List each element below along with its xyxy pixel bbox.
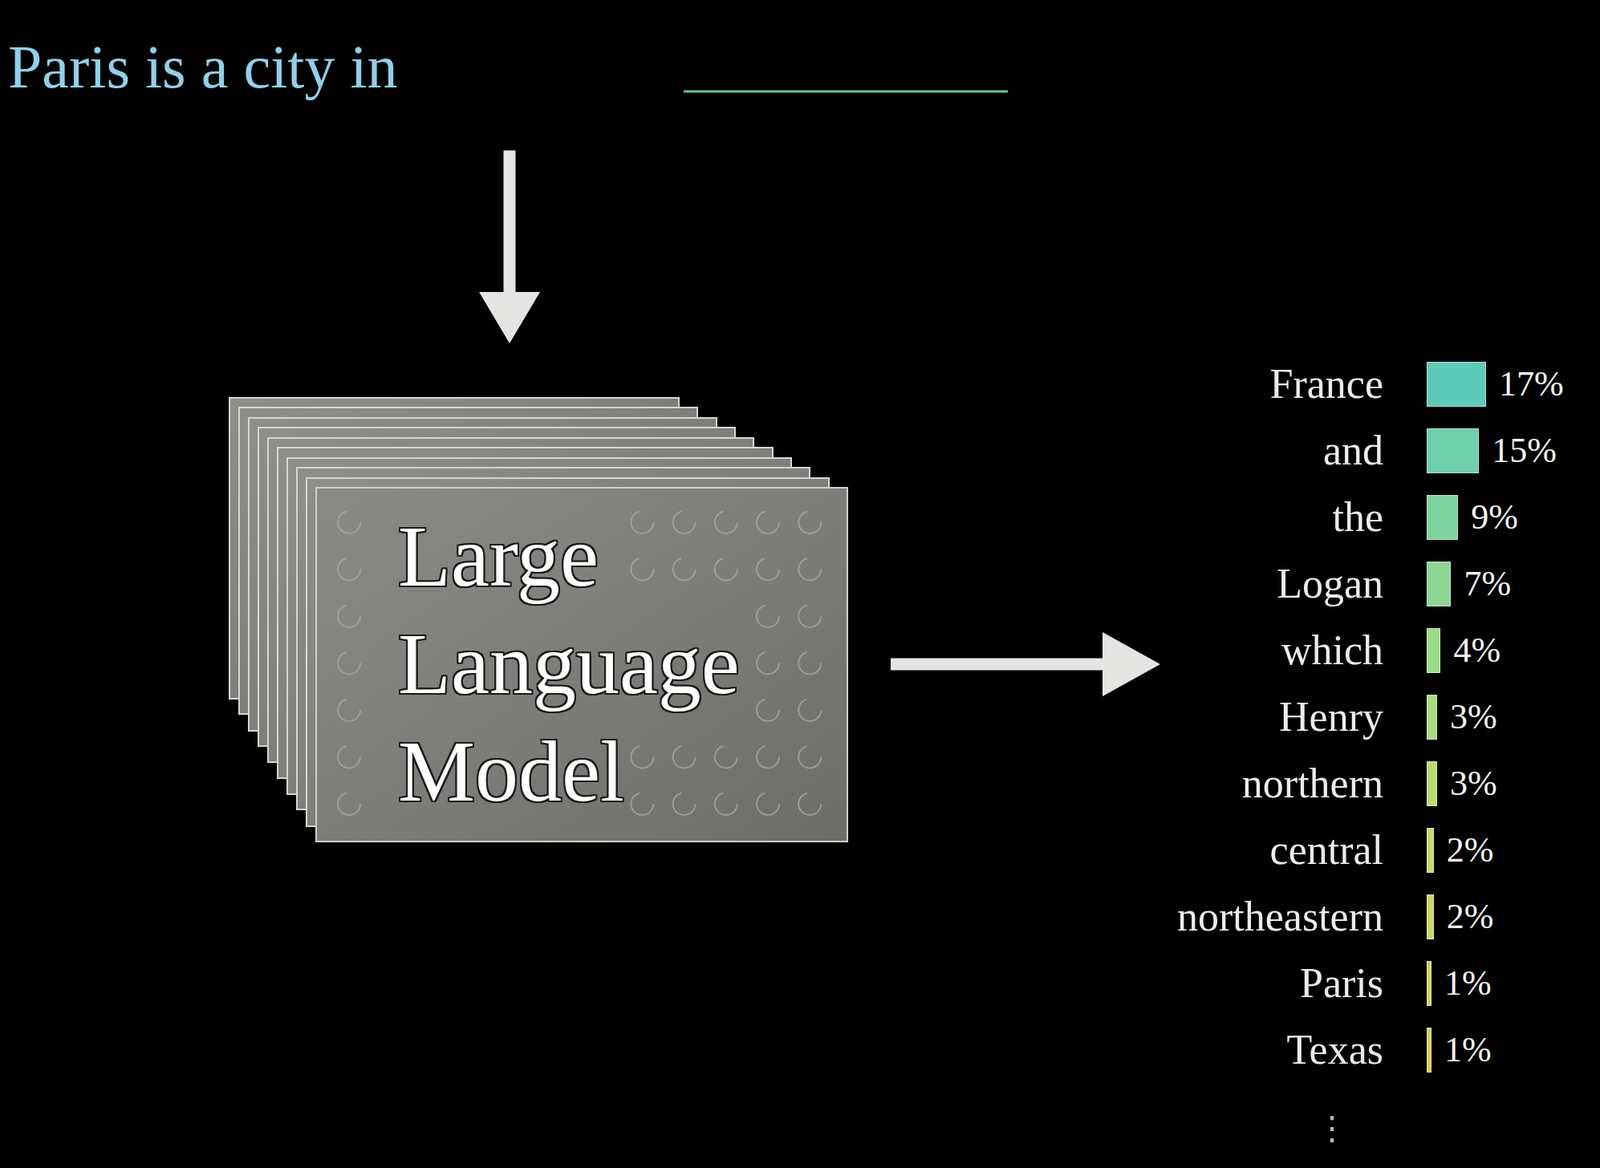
probability-bar bbox=[1426, 428, 1479, 474]
parameter-dial bbox=[630, 511, 654, 534]
probability-bar bbox=[1426, 961, 1432, 1007]
probability-bar bbox=[1426, 1027, 1432, 1073]
ellipsis: ⋮ bbox=[1160, 1109, 1504, 1147]
prompt-text: Paris is a city in bbox=[8, 32, 398, 102]
probability-row: northeastern 2% bbox=[1160, 883, 1594, 951]
arrow-head bbox=[1102, 632, 1161, 697]
token-label: which bbox=[1160, 626, 1384, 675]
probability-bar bbox=[1426, 561, 1451, 607]
parameter-dial bbox=[798, 605, 821, 628]
parameter-dial bbox=[714, 746, 738, 769]
arrow-head bbox=[479, 292, 541, 344]
probability-value: 15% bbox=[1491, 430, 1557, 472]
parameter-dial bbox=[756, 652, 780, 675]
parameter-dial bbox=[673, 558, 696, 581]
token-label: central bbox=[1160, 826, 1384, 874]
probability-value: 17% bbox=[1498, 363, 1564, 405]
token-label: Henry bbox=[1160, 693, 1384, 741]
probability-value: 1% bbox=[1444, 1029, 1492, 1071]
token-label: Logan bbox=[1160, 560, 1384, 608]
parameter-dial bbox=[337, 652, 361, 675]
probability-row: Henry 3% bbox=[1160, 683, 1594, 751]
probability-row: northern 3% bbox=[1160, 750, 1594, 817]
probability-bar bbox=[1426, 361, 1487, 407]
probability-value: 4% bbox=[1453, 629, 1501, 671]
parameter-dial bbox=[756, 511, 780, 534]
parameter-dial bbox=[630, 792, 654, 816]
probability-value: 9% bbox=[1470, 496, 1519, 538]
probability-row: central 2% bbox=[1160, 816, 1594, 884]
probability-bar bbox=[1426, 761, 1438, 807]
token-label: France bbox=[1160, 360, 1384, 408]
parameter-dial bbox=[756, 605, 780, 628]
parameter-dial bbox=[798, 698, 821, 722]
parameter-dial bbox=[798, 792, 821, 816]
layer-stack bbox=[229, 397, 848, 842]
probability-row: and 15% bbox=[1160, 417, 1594, 484]
token-label: Paris bbox=[1160, 959, 1384, 1008]
model-box: Large Language Model bbox=[224, 343, 891, 843]
probability-row: Logan 7% bbox=[1160, 550, 1594, 618]
probability-value: 7% bbox=[1463, 563, 1511, 605]
probability-bar bbox=[1426, 628, 1441, 674]
answer-blank bbox=[683, 90, 1008, 94]
probability-row: the 9% bbox=[1160, 483, 1594, 551]
flow-arrow bbox=[479, 150, 541, 344]
probability-bar bbox=[1426, 894, 1434, 940]
probability-value: 1% bbox=[1444, 962, 1492, 1004]
token-label: and bbox=[1160, 426, 1384, 475]
distribution-chart: France 17% and 15% the 9% Logan 7% which 4% Henry 3… bbox=[1160, 350, 1594, 1162]
parameter-dial bbox=[337, 698, 361, 722]
parameter-dial bbox=[714, 511, 738, 534]
probability-bar bbox=[1426, 694, 1438, 740]
parameter-dial bbox=[714, 558, 738, 581]
front-slab bbox=[316, 487, 848, 842]
parameter-dial bbox=[337, 792, 361, 816]
token-label: the bbox=[1160, 493, 1384, 541]
parameter-dial bbox=[798, 558, 821, 581]
token-label: northeastern bbox=[1160, 893, 1384, 941]
token-label: Texas bbox=[1160, 1026, 1384, 1074]
parameter-dial bbox=[756, 746, 780, 769]
parameter-dial bbox=[798, 652, 821, 675]
parameter-dial bbox=[337, 746, 361, 769]
model-label: Large Language Model bbox=[397, 503, 740, 826]
probability-value: 3% bbox=[1449, 696, 1498, 738]
parameter-dial bbox=[798, 746, 821, 769]
probability-value: 2% bbox=[1446, 829, 1495, 871]
parameter-dial bbox=[673, 746, 696, 769]
probability-row: Paris 1% bbox=[1160, 950, 1594, 1017]
parameter-dial bbox=[630, 558, 654, 581]
arrow-shaft bbox=[503, 150, 516, 294]
parameter-dial bbox=[337, 558, 361, 581]
probability-bar bbox=[1426, 828, 1434, 874]
ellipsis-row: ⋮ bbox=[1160, 1094, 1594, 1162]
prompt-node: Paris is a city in bbox=[8, 32, 398, 151]
parameter-dial bbox=[714, 792, 738, 816]
token-label: northern bbox=[1160, 759, 1384, 808]
parameter-dial bbox=[673, 511, 696, 534]
parameter-dial bbox=[673, 792, 696, 816]
parameter-dial bbox=[630, 746, 654, 769]
probability-value: 3% bbox=[1449, 763, 1498, 805]
parameter-dial bbox=[756, 698, 780, 722]
probability-row: France 17% bbox=[1160, 350, 1594, 418]
arrow-shaft bbox=[890, 658, 1105, 671]
flow-arrow bbox=[890, 632, 1161, 697]
parameter-dial bbox=[756, 558, 780, 581]
probability-bar bbox=[1426, 495, 1458, 541]
probability-row: Texas 1% bbox=[1160, 1016, 1594, 1084]
probability-value: 2% bbox=[1446, 896, 1495, 938]
probability-row: which 4% bbox=[1160, 617, 1594, 684]
parameter-dial bbox=[337, 511, 361, 534]
parameter-dial bbox=[756, 792, 780, 816]
parameter-dial bbox=[337, 605, 361, 628]
parameter-dial bbox=[798, 511, 821, 534]
